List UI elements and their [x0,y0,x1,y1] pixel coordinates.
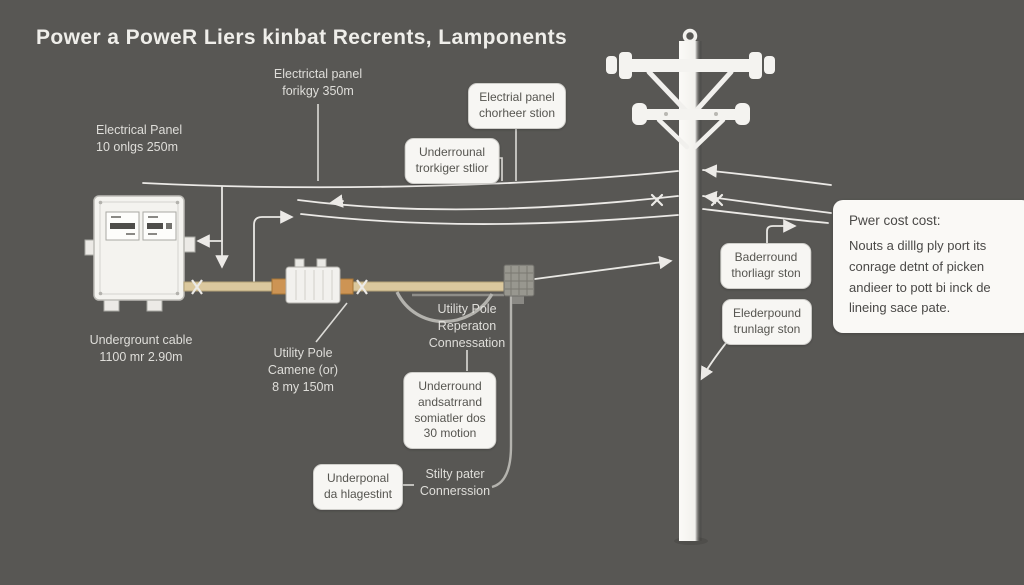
underground-cable-run [183,258,535,489]
lower-crossarm [644,109,738,120]
upper-insulators [606,52,775,79]
label-utility-pole-reperaton: Utility Pole Reperaton Connessation [428,302,506,350]
cable-break-x-icon [356,279,368,295]
connector-tab [512,294,524,304]
panel-tab-left [84,239,95,256]
leader-lines [315,104,517,486]
diagram-title: Power a PoweR Liers kinbat Recrents, Lam… [36,26,568,49]
arrow-left-icon [703,164,718,178]
upper-crossarm [630,59,751,72]
info-box-heading: Pwer cost cost: [849,213,941,228]
panel-inner-frame [99,201,179,295]
arrow-left-icon [329,194,344,208]
label-box-baderround: Baderround thorliagr ston [720,243,812,289]
label-stilty-pater: Stilty pater Connerssion [419,467,491,498]
label-box-underround-somiatler: Underround andsatrrand somiatler dos 30 … [403,372,497,450]
panel-meter-right [142,211,177,241]
panel-tab-right [183,236,196,253]
power-line-bottom [300,213,679,225]
slack-loop-cable [395,291,494,324]
label-box-elederpound: Elederpound trunlagr ston [721,299,813,345]
label-undergrount-cable: Undergrount cable 1100 mr 2.90m [89,333,193,364]
splice-ridges [295,270,333,300]
pole-connector-box [503,264,535,304]
arrow-to-lines [253,210,294,285]
arrow-connector-to-pole [534,255,673,280]
power-line-right-3 [702,208,829,224]
cable-splice-device [271,258,354,304]
label-box-electrial-panel-chorheer: Electrial panel chorheer stion [467,83,567,129]
utility-pole [606,28,775,545]
power-line-top [142,170,679,189]
label-box-underrounal-trorkiger: Underrounal trorkiger stlior [404,138,500,184]
cable-break-x-icon [191,279,203,295]
upper-crossarm-braces [646,69,734,115]
label-box-underponal: Underponal da hlagestint [312,464,404,510]
info-box-body: Nouts a dilllg ply port its conrage detn… [849,238,991,316]
electrical-panel [84,195,196,312]
power-cost-info-box: Pwer cost cost: Nouts a dilllg ply port … [833,200,1024,334]
leader-camene [315,302,348,343]
panel-screws [98,200,180,296]
line-break-x-icon [650,193,664,207]
pole-top-ring-icon [682,28,698,44]
drop-cable [491,296,513,489]
panel-meter-left [105,211,140,241]
splice-collar-right [339,278,354,295]
splice-collar-left [271,278,287,295]
splice-body [285,266,341,304]
label-utility-pole-camene: Utility Pole Camene (or) 8 my 150m [267,346,339,394]
pole-shaft [679,41,702,541]
label-electrical-panel-top: Electrictal panel forikgy 350m [273,67,363,98]
arrow-to-infobox [766,219,797,245]
flow-arrows [196,186,797,381]
lower-insulators [632,103,750,125]
connector-grid [505,266,533,295]
power-line-middle [297,195,679,211]
power-lines [142,164,832,225]
lower-crossarm-braces [656,117,726,150]
label-electrical-panel-left: Electrical Panel 10 onlgs 250m [96,123,183,154]
line-break-x-icon [710,193,724,207]
power-line-right-1 [702,169,832,186]
